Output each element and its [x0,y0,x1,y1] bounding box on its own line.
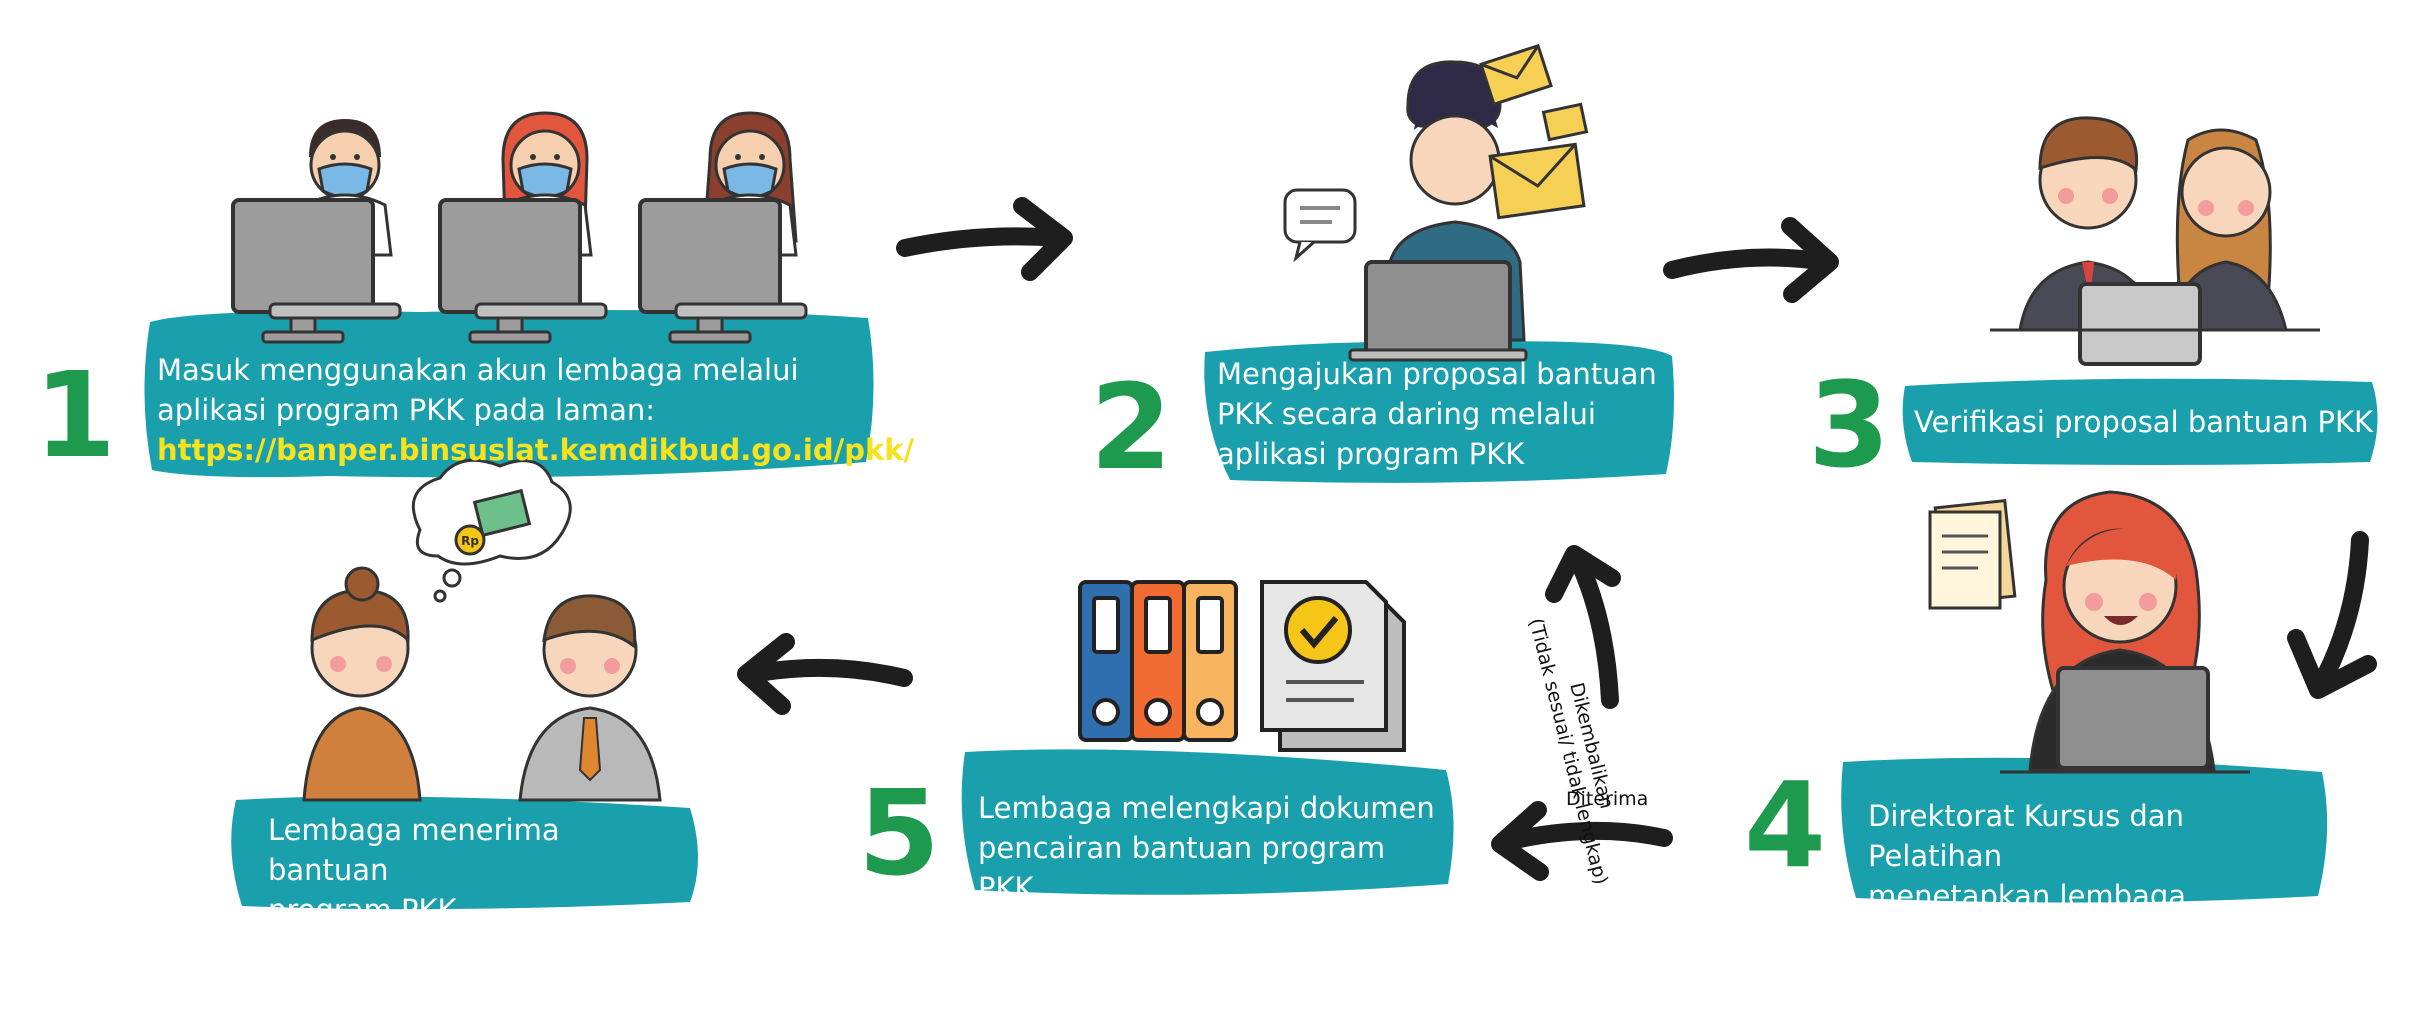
step-3-number: 3 [1808,356,1891,494]
operators-at-computers-illustration [231,111,808,344]
step-1-line-1: Masuk menggunakan akun lembaga melalui [157,353,799,387]
envelope-icon [1479,43,1589,220]
step-2-line-3: aplikasi program PKK [1217,437,1525,471]
binder-icon [1078,580,1238,742]
pkk-portal-link[interactable]: https://banper.binsuslat.kemdikbud.go.id… [157,433,915,467]
step-2-line-1: Mengajukan proposal bantuan [1217,357,1657,391]
step-5-caption: Lembaga melengkapi dokumen pencairan ban… [978,788,1448,908]
verifiers-illustration [1990,116,2320,366]
arrow-1-to-2 [896,197,1073,281]
step-2-line-2: PKK secara daring melalui [1217,397,1596,431]
arrow-4-to-5-accepted [1491,801,1673,881]
step-3-caption: Verifikasi proposal bantuan PKK [1914,402,2374,442]
step-1-caption: Masuk menggunakan akun lembaga melalui a… [157,350,915,470]
step-5-number: 5 [858,764,941,902]
final-banner [231,796,698,910]
thought-bubble-icon: Rp [411,458,572,603]
step-3-banner [1902,378,2378,465]
step-5-banner [961,749,1454,895]
step-4-banner [1841,757,2328,903]
accepted-label: Diterima [1566,788,1649,810]
final-caption: Lembaga menerima bantuan program PKK [268,810,688,930]
step-4-line-2: menetapkan lembaga penerima [1868,879,2187,953]
step-2-banner [1204,341,1674,483]
step-1-line-2: aplikasi program PKK pada laman: [157,393,656,427]
arrow-5-to-final [737,633,913,715]
arrow-2-to-3 [1663,217,1839,303]
director-illustration [1928,490,2250,774]
step-2-number: 2 [1090,358,1173,496]
step-2-caption: Mengajukan proposal bantuan PKK secara d… [1217,354,1667,474]
step-5-line-1: Lembaga melengkapi dokumen [978,791,1435,825]
chat-bubble-icon [1283,188,1357,263]
step-3-line-1: Verifikasi proposal bantuan PKK [1914,405,2374,439]
step-5-line-2: pencairan bantuan program PKK [978,831,1386,905]
document-icon [1928,498,2017,610]
applicant-with-laptop-illustration [1283,43,1589,362]
recipients-illustration: Rp [302,458,662,802]
final-line-1: Lembaga menerima bantuan [268,813,560,887]
step-4-line-1: Direktorat Kursus dan Pelatihan [1868,799,2184,873]
arrow-4-to-2-returned [1545,545,1621,709]
step-1-banner [144,310,874,478]
currency-label: Rp [461,534,479,548]
step-1-number: 1 [34,346,117,484]
final-line-2: program PKK [268,893,457,927]
step-4-caption: Direktorat Kursus dan Pelatihan menetapk… [1868,796,2318,956]
approved-document-icon [1260,580,1406,752]
step-4-number: 4 [1744,756,1827,894]
arrow-3-to-4 [2287,531,2377,699]
binders-and-document-illustration [1078,580,1406,752]
